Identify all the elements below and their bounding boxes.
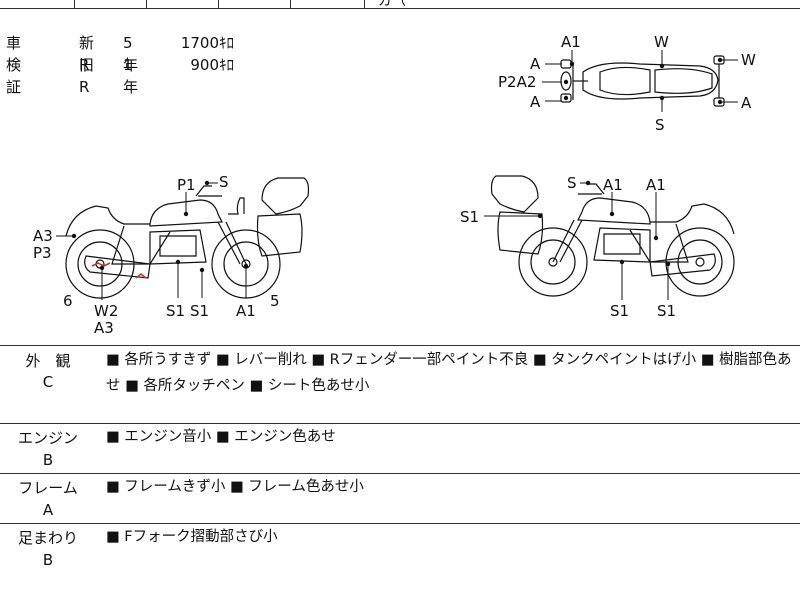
damage-label: A1: [561, 33, 581, 51]
top-table-strip: ガ（: [0, 0, 800, 9]
left-view-damage-marks: [91, 262, 147, 279]
damage-label: 6: [63, 292, 73, 310]
section-title: 外 観: [25, 352, 71, 370]
damage-label: A: [530, 93, 541, 111]
registration-years: 5年: [123, 34, 139, 74]
section-divider: [0, 523, 800, 524]
damage-label: S1: [657, 302, 676, 320]
damage-label: W2: [94, 302, 118, 320]
damage-label: 5: [270, 292, 280, 310]
damage-label: S: [655, 116, 665, 134]
section-divider: [0, 345, 800, 346]
section-divider: [0, 423, 800, 424]
registration-amount: 900ｷﾛ: [190, 56, 234, 74]
registration-amount: 1700ｷﾛ: [180, 34, 234, 52]
damage-label: A3: [94, 319, 114, 337]
section-title: 足まわり: [17, 529, 78, 547]
damage-label: S: [219, 173, 229, 191]
damage-label: S1: [610, 302, 629, 320]
left-view-leaders: [56, 182, 247, 300]
section-notes: ■ Fフォーク摺動部さび小: [106, 529, 278, 545]
damage-label: A1: [603, 176, 623, 194]
table-divider: [364, 0, 365, 8]
section-title: フレーム: [18, 479, 78, 497]
section-notes: ■ 各所うすきず ■ レバー削れ ■ Rフェンダー一部ペイント不良 ■ タンクペ…: [106, 352, 792, 394]
left-view-markers: [71, 180, 249, 273]
cut-off-text: ガ（: [378, 0, 406, 9]
damage-label: P2A2: [498, 73, 536, 91]
section-grade: A: [42, 501, 54, 519]
section-notes: ■ フレームきず小 ■ フレーム色あせ小: [106, 479, 364, 495]
registration-type: 新R: [79, 34, 95, 74]
table-divider: [218, 0, 219, 8]
section-grade: B: [42, 451, 54, 469]
damage-label: W: [654, 33, 669, 51]
damage-label: A1: [646, 176, 666, 194]
section-grade: C: [42, 373, 54, 391]
damage-label: A3: [33, 227, 53, 245]
table-divider: [290, 0, 291, 8]
damage-label: S1: [190, 302, 209, 320]
table-divider: [146, 0, 147, 8]
damage-label: S1: [460, 208, 479, 226]
damage-label: P3: [33, 244, 52, 262]
registration-label: 車検証: [6, 34, 22, 96]
damage-label: S1: [166, 302, 185, 320]
damage-label: P1: [177, 176, 196, 194]
damage-label: W: [741, 51, 756, 69]
section-divider: [0, 473, 800, 474]
top-view-motorcycle: [560, 55, 725, 107]
section-notes: ■ エンジン音小 ■ エンジン色あせ: [106, 429, 336, 445]
table-divider: [74, 0, 75, 8]
section-title: エンジン: [17, 429, 78, 447]
damage-label: A: [741, 94, 752, 112]
damage-label: A: [530, 55, 541, 73]
right-view-leaders: [484, 182, 669, 300]
right-view-motorcycle: [490, 175, 735, 297]
motorcycle-damage-diagram: A1 W W A P2A2 A A S P: [33, 33, 756, 337]
damage-label: A1: [236, 302, 256, 320]
top-view-leaders: [542, 50, 738, 112]
registration-years: 1年: [123, 56, 139, 96]
registration-type: 旧R: [79, 56, 95, 96]
damage-label: S: [567, 174, 577, 192]
section-grade: B: [42, 551, 54, 569]
